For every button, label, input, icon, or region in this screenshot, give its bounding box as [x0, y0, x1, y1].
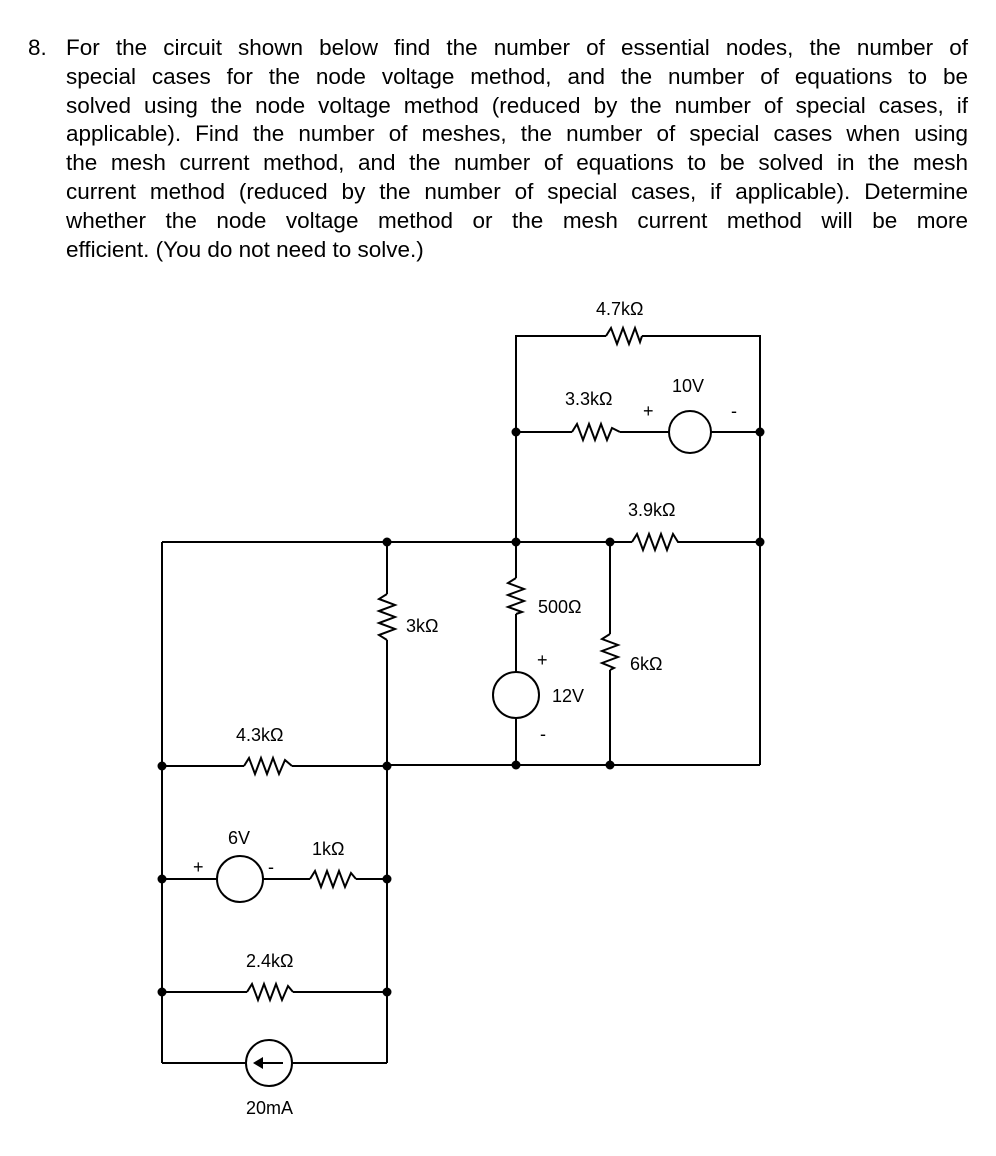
problem-statement: 8. For the circuit shown below find the …	[28, 34, 968, 264]
current-source-20ma	[245, 1039, 293, 1087]
problem-line: whether the node voltage method or the m…	[66, 207, 968, 233]
label-plus-10v: +	[643, 401, 654, 421]
label-r-2-4k: 2.4kΩ	[246, 951, 293, 971]
problem-line: efficient. (You do not need to solve.)	[66, 236, 424, 262]
label-r-3-3k: 3.3kΩ	[565, 389, 612, 409]
problem-line: For the circuit shown below find the num…	[66, 35, 968, 60]
label-r-4-7k: 4.7kΩ	[596, 299, 643, 319]
label-r-500: 500Ω	[538, 597, 582, 617]
resistor-6k	[599, 633, 621, 671]
label-v-10: 10V	[672, 376, 704, 396]
resistor-1k	[309, 868, 357, 890]
junction-dots	[157, 427, 765, 997]
resistor-3k	[376, 593, 398, 641]
label-r-6k: 6kΩ	[630, 654, 662, 674]
label-r-3-9k: 3.9kΩ	[628, 500, 675, 520]
label-v-12: 12V	[552, 686, 584, 706]
resistor-3-3k	[571, 421, 621, 443]
voltage-source-6v	[216, 855, 264, 903]
resistor-2-4k	[246, 981, 294, 1003]
resistor-4-3k	[243, 755, 293, 777]
label-r-3k: 3kΩ	[406, 616, 438, 636]
voltage-source-10v	[668, 410, 712, 454]
label-minus-6v: -	[268, 857, 274, 877]
voltage-source-12v	[492, 671, 540, 719]
label-minus-10v: -	[731, 401, 737, 421]
label-v-6: 6V	[228, 828, 250, 848]
label-plus-12v: +	[537, 650, 548, 670]
resistor-3-9k	[631, 531, 682, 553]
problem-line: the mesh current method, and the number …	[66, 150, 968, 176]
problem-text: For the circuit shown below find the num…	[66, 34, 968, 264]
resistor-500	[505, 577, 527, 615]
problem-line: solved using the node voltage method (re…	[66, 92, 968, 118]
label-r-1k: 1kΩ	[312, 839, 344, 859]
resistor-4-7k	[605, 325, 643, 347]
label-i-20ma: 20mA	[246, 1098, 293, 1118]
label-r-4-3k: 4.3kΩ	[236, 725, 283, 745]
problem-line: applicable). Find the number of meshes, …	[66, 121, 968, 147]
circuit-wires	[161, 335, 761, 1064]
problem-number: 8.	[28, 35, 47, 60]
problem-line: special cases for the node voltage metho…	[66, 63, 968, 89]
label-plus-6v: +	[193, 857, 204, 877]
label-minus-12v: -	[540, 724, 546, 744]
problem-line: current method (reduced by the number of…	[66, 178, 968, 204]
